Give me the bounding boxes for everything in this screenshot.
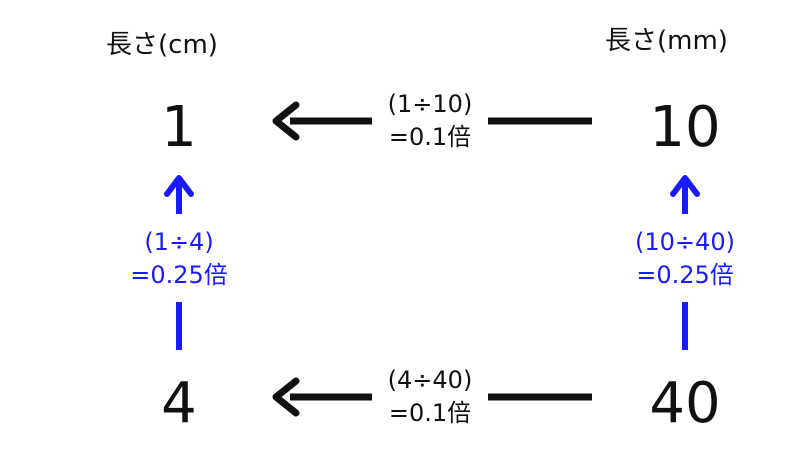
- top-horizontal-arrow: [272, 101, 592, 141]
- label-left-vertical: (1÷4) =0.25倍: [104, 226, 254, 292]
- label-right-vertical: (10÷40) =0.25倍: [605, 226, 765, 292]
- label-left-vertical-line1: (1÷4): [144, 228, 214, 256]
- header-cm: 長さ(cm): [106, 30, 218, 60]
- label-bottom-horizontal: (4÷40) =0.1倍: [360, 364, 500, 430]
- label-right-vertical-line1: (10÷40): [635, 228, 735, 256]
- label-right-vertical-line2: =0.25倍: [636, 261, 734, 289]
- label-bottom-horizontal-line2: =0.1倍: [388, 399, 472, 427]
- left-arrow-head: [164, 175, 194, 197]
- top-arrow-head: [272, 101, 300, 141]
- right-arrow-head: [670, 175, 700, 197]
- value-bottom-right: 40: [649, 371, 721, 436]
- value-bottom-left: 4: [161, 371, 197, 436]
- bottom-arrow-head: [272, 377, 300, 417]
- bottom-horizontal-arrow: [272, 377, 592, 417]
- label-bottom-horizontal-line1: (4÷40): [387, 366, 473, 394]
- header-mm: 長さ(mm): [605, 26, 728, 56]
- value-top-left: 1: [161, 95, 197, 160]
- right-vertical-arrow: [670, 175, 700, 350]
- value-top-right: 10: [649, 95, 721, 160]
- label-left-vertical-line2: =0.25倍: [130, 261, 228, 289]
- label-top-horizontal-line1: (1÷10): [387, 90, 473, 118]
- label-top-horizontal: (1÷10) =0.1倍: [360, 88, 500, 154]
- left-vertical-arrow: [164, 175, 194, 350]
- label-top-horizontal-line2: =0.1倍: [388, 123, 472, 151]
